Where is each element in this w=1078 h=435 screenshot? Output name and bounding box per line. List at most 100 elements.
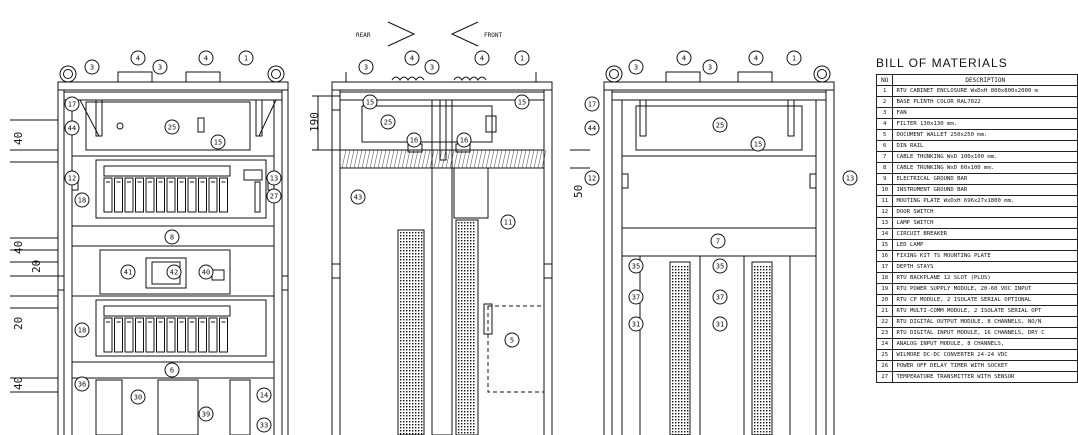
callout-number: 37 (716, 294, 724, 302)
callout-balloon: 3 (702, 59, 718, 75)
bom-row-description: MOUTING PLATE WxDxH 696x27x1800 mm. (892, 195, 1078, 207)
callout-number: 4 (136, 55, 140, 63)
callout-balloon: 41 (120, 264, 136, 280)
callout-number: 15 (366, 99, 374, 107)
callout-number: 18 (78, 327, 86, 335)
callout-balloon: 33 (256, 417, 272, 433)
bom-row-no: 19 (875, 283, 894, 295)
callout-balloon: 7 (710, 233, 726, 249)
callout-number: 15 (214, 139, 222, 147)
callout-balloon: 31 (628, 316, 644, 332)
bom-row-no: 2 (875, 96, 894, 108)
callout-balloon: 17 (584, 96, 600, 112)
callout-number: 31 (632, 321, 640, 329)
callout-number: 3 (364, 64, 368, 72)
bom-row-description: INSTRUMENT GROUND BAR (892, 184, 1078, 196)
callout-number: 30 (134, 394, 142, 402)
callout-balloon: 3 (84, 59, 100, 75)
dimension-40-bottom: 40 (12, 377, 25, 390)
callout-balloon: 13 (266, 170, 282, 186)
bom-row-no: 17 (875, 261, 894, 273)
callout-number: 3 (90, 64, 94, 72)
bom-row-description: ELECTRICAL GROUND BAR (892, 173, 1078, 185)
callout-number: 17 (68, 101, 76, 109)
callout-number: 42 (170, 269, 178, 277)
callout-balloon: 37 (712, 289, 728, 305)
bom-row-description: CABLE THUNKING WxD 100x100 mm. (892, 151, 1078, 163)
bom-row-description: FIXING KIT TS MOUNTING PLATE (892, 250, 1078, 262)
callout-number: 33 (260, 422, 268, 430)
callout-balloon: 4 (130, 50, 146, 66)
callout-number: 1 (520, 55, 524, 63)
bom-title: BILL OF MATERIALS (876, 56, 1008, 70)
callout-balloon: 12 (64, 170, 80, 186)
bom-row-description: POWER OFF DELAY TIMER WITH SOCKET (892, 360, 1078, 372)
bom-row-description: RTU DIGITAL INPUT MODULE, 16 CHANNELS, D… (892, 327, 1078, 339)
bom-row-no: 13 (875, 217, 894, 229)
view-label-front: FRONT (484, 32, 502, 39)
callout-balloon: 16 (456, 132, 472, 148)
callout-number: 27 (270, 193, 278, 201)
bom-row-description: RTU BACKPLANE 12 SLOT (PLUS) (892, 272, 1078, 284)
callout-balloon: 18 (74, 322, 90, 338)
callout-balloon: 4 (474, 50, 490, 66)
bom-header-row: NO DESCRIPTION (875, 74, 1078, 86)
callout-balloon: 13 (842, 170, 858, 186)
bom-row-no: 23 (875, 327, 894, 339)
callout-balloon: 43 (350, 189, 366, 205)
bom-row-description: TEMPERATURE TRANSMITTER WITH SENSOR (892, 371, 1078, 383)
callout-number: 35 (632, 263, 640, 271)
bom-header-no: NO (875, 74, 894, 86)
bom-row-no: 25 (875, 349, 894, 361)
callout-balloon: 15 (362, 94, 378, 110)
bom-row-description: BASE PLINTH COLOR RAL7022 (892, 96, 1078, 108)
bom-row-no: 12 (875, 206, 894, 218)
callout-number: 17 (588, 101, 596, 109)
callout-number: 4 (480, 55, 484, 63)
bom-row-no: 11 (875, 195, 894, 207)
callout-balloon: 42 (166, 264, 182, 280)
bom-row-no: 7 (875, 151, 894, 163)
callout-number: 31 (716, 321, 724, 329)
bom-row-description: RTU MULTI-COMM MODULE, 2 ISOLATE SERIAL … (892, 305, 1078, 317)
bom-row-no: 14 (875, 228, 894, 240)
callout-balloon: 4 (676, 50, 692, 66)
callout-number: 36 (78, 381, 86, 389)
bom-row-description: DOOR SWITCH (892, 206, 1078, 218)
dimension-20-top: 20 (30, 260, 43, 273)
bom-row-description: RTU CP MODULE, 2 ISOLATE SERIAL OPTIONAL (892, 294, 1078, 306)
callout-balloon: 3 (628, 59, 644, 75)
callout-number: 1 (792, 55, 796, 63)
dimension-50: 50 (572, 185, 585, 198)
bom-row-no: 18 (875, 272, 894, 284)
bom-row-description: DIN RAIL (892, 140, 1078, 152)
center-cabinet-view (312, 21, 590, 435)
callout-balloon: 12 (584, 170, 600, 186)
callout-balloon: 1 (786, 50, 802, 66)
bom-row-no: 3 (875, 107, 894, 119)
callout-balloon: 35 (712, 258, 728, 274)
callout-balloon: 15 (514, 94, 530, 110)
callout-balloon: 11 (500, 214, 516, 230)
right-cabinet-view (603, 65, 835, 435)
callout-balloon: 15 (210, 134, 226, 150)
callout-balloon: 6 (164, 362, 180, 378)
callout-number: 39 (202, 411, 210, 419)
callout-balloon: 1 (238, 50, 254, 66)
callout-number: 1 (244, 55, 248, 63)
callout-number: 40 (202, 269, 210, 277)
callout-balloon: 39 (198, 406, 214, 422)
